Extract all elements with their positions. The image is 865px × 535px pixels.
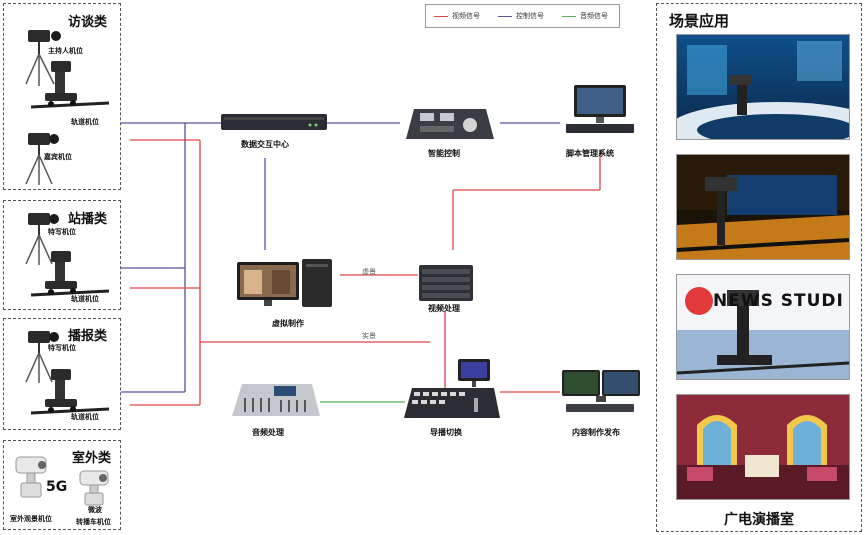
device-label-switcher: 导播切换: [430, 428, 462, 437]
scene-image-studio-1: [676, 34, 850, 140]
cam-label-closeup-broadcast: 特写机位: [48, 344, 76, 352]
device-label-smart-control: 智能控制: [428, 149, 460, 158]
studio-photo-image: [677, 395, 849, 499]
scene-footer-label: 广电演播室: [724, 512, 794, 528]
group-interview: 访谈类 主持人机位 轨道机位 嘉宾机位: [3, 3, 121, 190]
workstation-icon: [566, 85, 634, 133]
cam-label-outdoor-view: 室外观景机位: [10, 515, 52, 523]
video-signal-lines: [130, 139, 601, 406]
tripod-camera-icon: [25, 30, 61, 86]
control-signal-lines: [118, 122, 560, 393]
scene-image-studio-2: [676, 154, 850, 260]
legend-swatch-video: [434, 16, 448, 17]
cam-label-guest: 嘉宾机位: [44, 153, 72, 161]
scene-panel-title: 场景应用: [669, 12, 730, 30]
outdoor-camera-icon: [15, 456, 47, 498]
legend-label-control: 控制信号: [516, 12, 544, 20]
video-switcher-icon: [404, 359, 500, 418]
cam-label-microwave: 微波: [88, 506, 102, 514]
group-station: 站播类 特写机位 轨道机位: [3, 200, 121, 310]
scene-image-news-studio: NEWS STUDI: [676, 274, 850, 380]
edge-label-virtual: 虚景: [362, 268, 376, 276]
group-broadcast: 播报类 特写机位 轨道机位: [3, 318, 121, 430]
outdoor-camera-icon: [79, 470, 109, 506]
cam-label-track-station: 轨道机位: [71, 295, 99, 303]
legend-swatch-audio: [562, 16, 576, 17]
cam-label-track-broadcast: 轨道机位: [71, 413, 99, 421]
studio-photo-image: [677, 35, 849, 139]
rack-server-icon: [221, 114, 327, 130]
edge-label-real: 实景: [362, 332, 376, 340]
control-console-icon: [406, 109, 494, 139]
scene-panel: 场景应用: [656, 3, 862, 532]
audio-mixer-icon: [232, 384, 320, 416]
group-title-outdoor: 室外类: [72, 451, 112, 466]
device-label-script-mgmt: 脚本管理系统: [566, 149, 614, 158]
device-label-content-pub: 内容制作发布: [572, 428, 620, 437]
device-label-data-center: 数据交互中心: [241, 140, 289, 149]
group-outdoor: 室外类 5G 室外观景机位 微波 转播车机位: [3, 440, 121, 530]
group-title-station: 站播类: [68, 212, 108, 227]
badge-5g: 5G: [46, 479, 68, 495]
legend-label-video: 视频信号: [452, 12, 480, 20]
virtual-production-icon: [237, 259, 332, 307]
editing-workstation-icon: [562, 370, 640, 412]
cam-label-ob-van: 转播车机位: [76, 518, 111, 526]
studio-photo-image: [677, 155, 849, 259]
tripod-camera-icon: [25, 213, 59, 265]
track-camera-icon: [30, 369, 110, 415]
cam-label-closeup-station: 特写机位: [48, 228, 76, 236]
device-label-video-proc: 视频处理: [428, 304, 460, 313]
video-server-icon: [419, 265, 473, 301]
news-studio-sign: NEWS STUDI: [713, 291, 844, 311]
track-camera-icon: [30, 251, 110, 297]
scene-image-kids-studio: [676, 394, 850, 500]
device-label-virtual-prod: 虚拟制作: [272, 319, 304, 328]
cam-label-track-interview: 轨道机位: [71, 118, 99, 126]
cam-label-host: 主持人机位: [48, 47, 83, 55]
group-title-interview: 访谈类: [68, 15, 108, 30]
tripod-camera-icon: [25, 133, 59, 185]
tripod-camera-icon: [25, 331, 59, 383]
group-title-broadcast: 播报类: [68, 329, 108, 344]
legend-swatch-control: [498, 16, 512, 17]
legend: 视频信号 控制信号 音频信号: [425, 4, 620, 28]
legend-label-audio: 音频信号: [580, 12, 608, 20]
track-camera-icon: [30, 61, 110, 109]
studio-photo-image: [677, 275, 849, 379]
device-label-audio-proc: 音频处理: [252, 428, 284, 437]
